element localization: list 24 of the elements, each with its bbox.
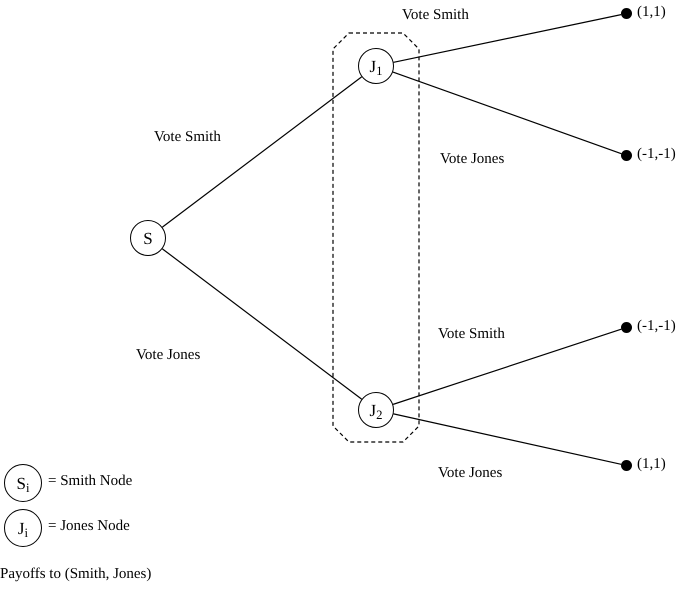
tree-branch — [392, 72, 622, 154]
edge-label: Vote Jones — [136, 346, 200, 365]
node-caption: (-1,-1) — [637, 318, 676, 334]
edge-label: Vote Smith — [402, 6, 469, 25]
note-text: Payoffs to (Smith, Jones) — [0, 565, 152, 584]
decision-node: S — [130, 220, 166, 256]
node-caption: (1,1) — [637, 4, 666, 20]
node-caption: = Smith Node — [48, 474, 132, 489]
decision-node: S$_{i}$ — [4, 464, 42, 502]
tree-branch — [394, 14, 622, 63]
decision-node: J$_{i}$ — [4, 509, 42, 547]
node-caption: (-1,-1) — [637, 146, 676, 162]
edge-label: Vote Jones — [440, 150, 504, 169]
edge-label: Vote Smith — [154, 128, 221, 147]
decision-node: J$_{2}$ — [358, 392, 394, 428]
edge-label: Vote Smith — [438, 325, 505, 344]
tree-branch — [162, 248, 362, 400]
edge-label: Vote Jones — [438, 464, 502, 483]
tree-branch — [393, 413, 622, 465]
decision-node: J$_{1}$ — [358, 48, 394, 84]
node-caption: (1,1) — [637, 456, 666, 472]
node-caption: = Jones Node — [48, 519, 130, 534]
tree-branch — [162, 76, 362, 228]
tree-branch — [392, 328, 622, 405]
